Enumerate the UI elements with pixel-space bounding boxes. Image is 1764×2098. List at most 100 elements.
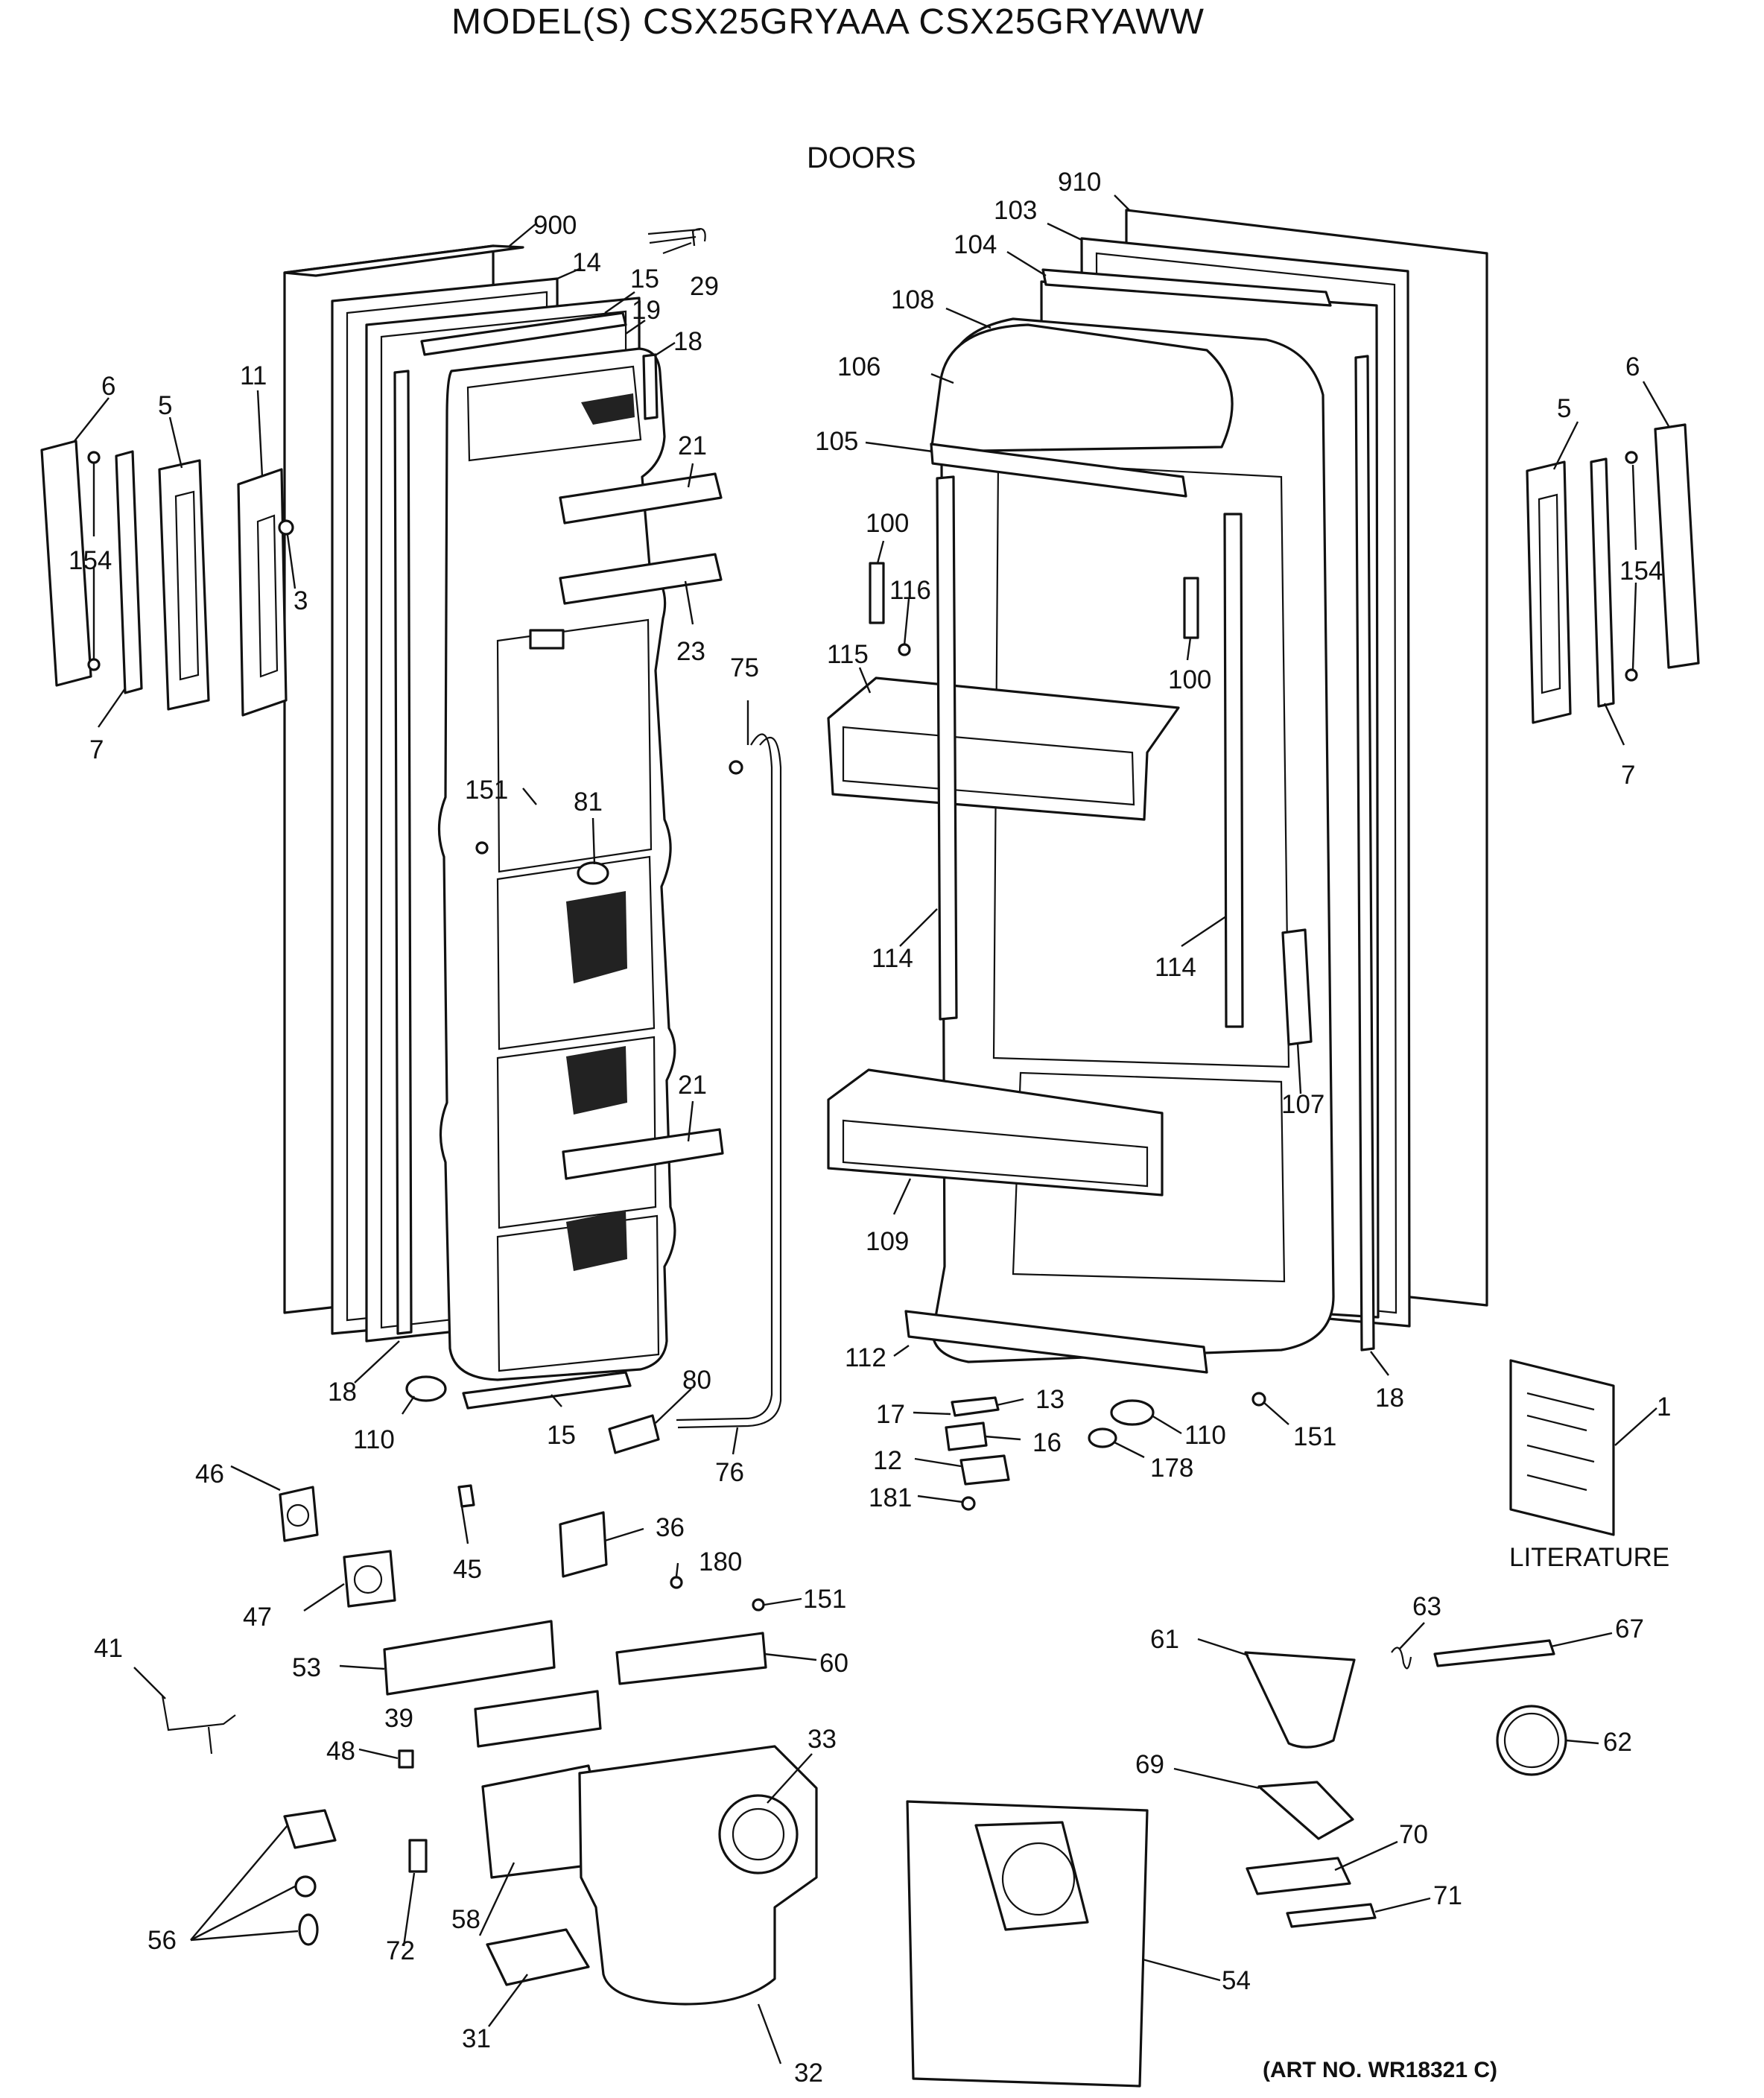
- callout-14: 14: [572, 248, 601, 277]
- trim-107: [1281, 928, 1313, 1046]
- freezer-handle-grip: [174, 490, 200, 681]
- shade-2: [566, 891, 627, 983]
- freezer-plug-81: [577, 861, 609, 885]
- dispenser-screw-151: [752, 1598, 765, 1611]
- fresh-food-bracket-104: [1041, 268, 1332, 307]
- callout-70: 70: [1399, 1820, 1428, 1849]
- fresh-food-screw-154-top: [1625, 451, 1638, 464]
- callout-56: 56: [147, 1926, 177, 1955]
- fixture-29: [647, 228, 706, 255]
- dispenser-cover-54: [906, 1800, 1149, 2088]
- bracket-70: [1246, 1857, 1351, 1895]
- callout-54: 54: [1222, 1966, 1251, 1995]
- dispenser-cover-circle: [1001, 1842, 1076, 1916]
- drip-tray-31: [486, 1928, 590, 1986]
- callout-100: 100: [866, 509, 909, 538]
- callout-114-b: 114: [1155, 953, 1196, 982]
- dairy-bar-105: [930, 443, 1187, 498]
- callout-115: 115: [827, 640, 869, 669]
- bulb-56-b: [298, 1913, 319, 1946]
- lever-41: [161, 1695, 236, 1755]
- callout-154-b: 154: [1619, 557, 1663, 586]
- bracket-60: [615, 1632, 767, 1685]
- callout-21: 21: [678, 431, 707, 460]
- callout-15: 15: [630, 264, 659, 294]
- callout-6: 6: [101, 372, 115, 401]
- freezer-screw-154-top: [87, 451, 101, 464]
- bulb-56-a: [294, 1875, 317, 1898]
- callout-110-b: 110: [1184, 1421, 1226, 1450]
- callout-180: 180: [699, 1547, 742, 1576]
- water-tube-76: [677, 736, 782, 1429]
- fresh-food-handle-5: [1526, 460, 1572, 724]
- hinge-part-13: [951, 1396, 1000, 1417]
- callout-18: 18: [673, 327, 702, 356]
- callout-11: 11: [240, 361, 267, 390]
- callout-80: 80: [682, 1366, 711, 1395]
- freezer-handle-trim-7: [115, 450, 143, 694]
- freezer-top-strip-18: [642, 353, 659, 420]
- freezer-bottom-bracket-15: [462, 1371, 632, 1410]
- callout-33: 33: [808, 1725, 837, 1754]
- switch-46: [279, 1486, 319, 1542]
- chute-69: [1257, 1781, 1354, 1840]
- freezer-hinge-bracket-11: [237, 468, 288, 717]
- shelf-support-114-left: [936, 475, 958, 1021]
- callout-71: 71: [1433, 1881, 1462, 1910]
- ring-62: [1496, 1705, 1567, 1776]
- callout-41: 41: [94, 1634, 123, 1663]
- dairy-door-106: [930, 323, 1234, 453]
- switch-46-knob: [286, 1503, 310, 1527]
- callout-75: 75: [730, 653, 759, 682]
- fresh-food-handle-grip: [1538, 493, 1561, 694]
- callout-104: 104: [954, 230, 997, 259]
- model-title: MODEL(S) CSX25GRYAAA CSX25GRYAWW: [451, 2, 1205, 42]
- socket-56: [283, 1809, 337, 1849]
- callout-16: 16: [1032, 1428, 1062, 1457]
- freezer-liner-bottom-shelf: [496, 1036, 657, 1229]
- freezer-shelf-bar-23: [559, 553, 723, 605]
- callout-114: 114: [872, 944, 913, 973]
- literature-booklet: [1509, 1359, 1615, 1536]
- callout-151: 151: [465, 776, 508, 805]
- funnel-61: [1244, 1651, 1356, 1749]
- fresh-food-liner-center: [992, 460, 1290, 1068]
- callout-5: 5: [158, 391, 172, 420]
- fresh-food-screw-154-bottom: [1625, 668, 1638, 682]
- cap-178: [1088, 1427, 1117, 1448]
- callout-29: 29: [690, 272, 719, 301]
- cover-47-ring: [353, 1565, 383, 1594]
- freezer-hinge-bracket-inner: [256, 514, 279, 678]
- bottom-rail-112: [904, 1310, 1208, 1374]
- callout-36: 36: [656, 1513, 685, 1542]
- cover-47: [343, 1550, 396, 1608]
- callout-178: 178: [1150, 1454, 1193, 1483]
- freezer-liner-mid-panel: [496, 618, 653, 873]
- callout-61: 61: [1150, 1625, 1179, 1654]
- callout-106: 106: [837, 352, 881, 381]
- callout-45: 45: [453, 1555, 482, 1584]
- callout-109: 109: [866, 1227, 909, 1256]
- callout-18-c: 18: [1375, 1384, 1404, 1413]
- freezer-cap-110: [405, 1375, 447, 1402]
- bar-71: [1286, 1903, 1377, 1928]
- freezer-top-bracket-15: [420, 311, 627, 356]
- tube-end-75: [729, 760, 743, 775]
- leader-lines: [74, 194, 1670, 2064]
- callout-58: 58: [451, 1905, 480, 1934]
- callout-21-b: 21: [678, 1071, 707, 1100]
- section-title: DOORS: [807, 142, 916, 174]
- water-tube-75: [676, 733, 773, 1422]
- callout-81: 81: [574, 787, 603, 817]
- dispenser-assembly: [161, 1484, 1567, 2088]
- callout-labels: 900 14 15 29 19 18 21 23 75 151 81 21 6 …: [69, 168, 1671, 2088]
- fresh-food-screw-151: [1251, 1392, 1266, 1407]
- freezer-liner-window: [529, 629, 565, 650]
- dispenser-chute-33: [718, 1794, 799, 1874]
- clip-45: [457, 1484, 475, 1508]
- art-number: (ART NO. WR18321 C): [1263, 2058, 1498, 2082]
- callout-47: 47: [243, 1603, 272, 1632]
- fresh-food-liner-bottom: [1012, 1071, 1286, 1283]
